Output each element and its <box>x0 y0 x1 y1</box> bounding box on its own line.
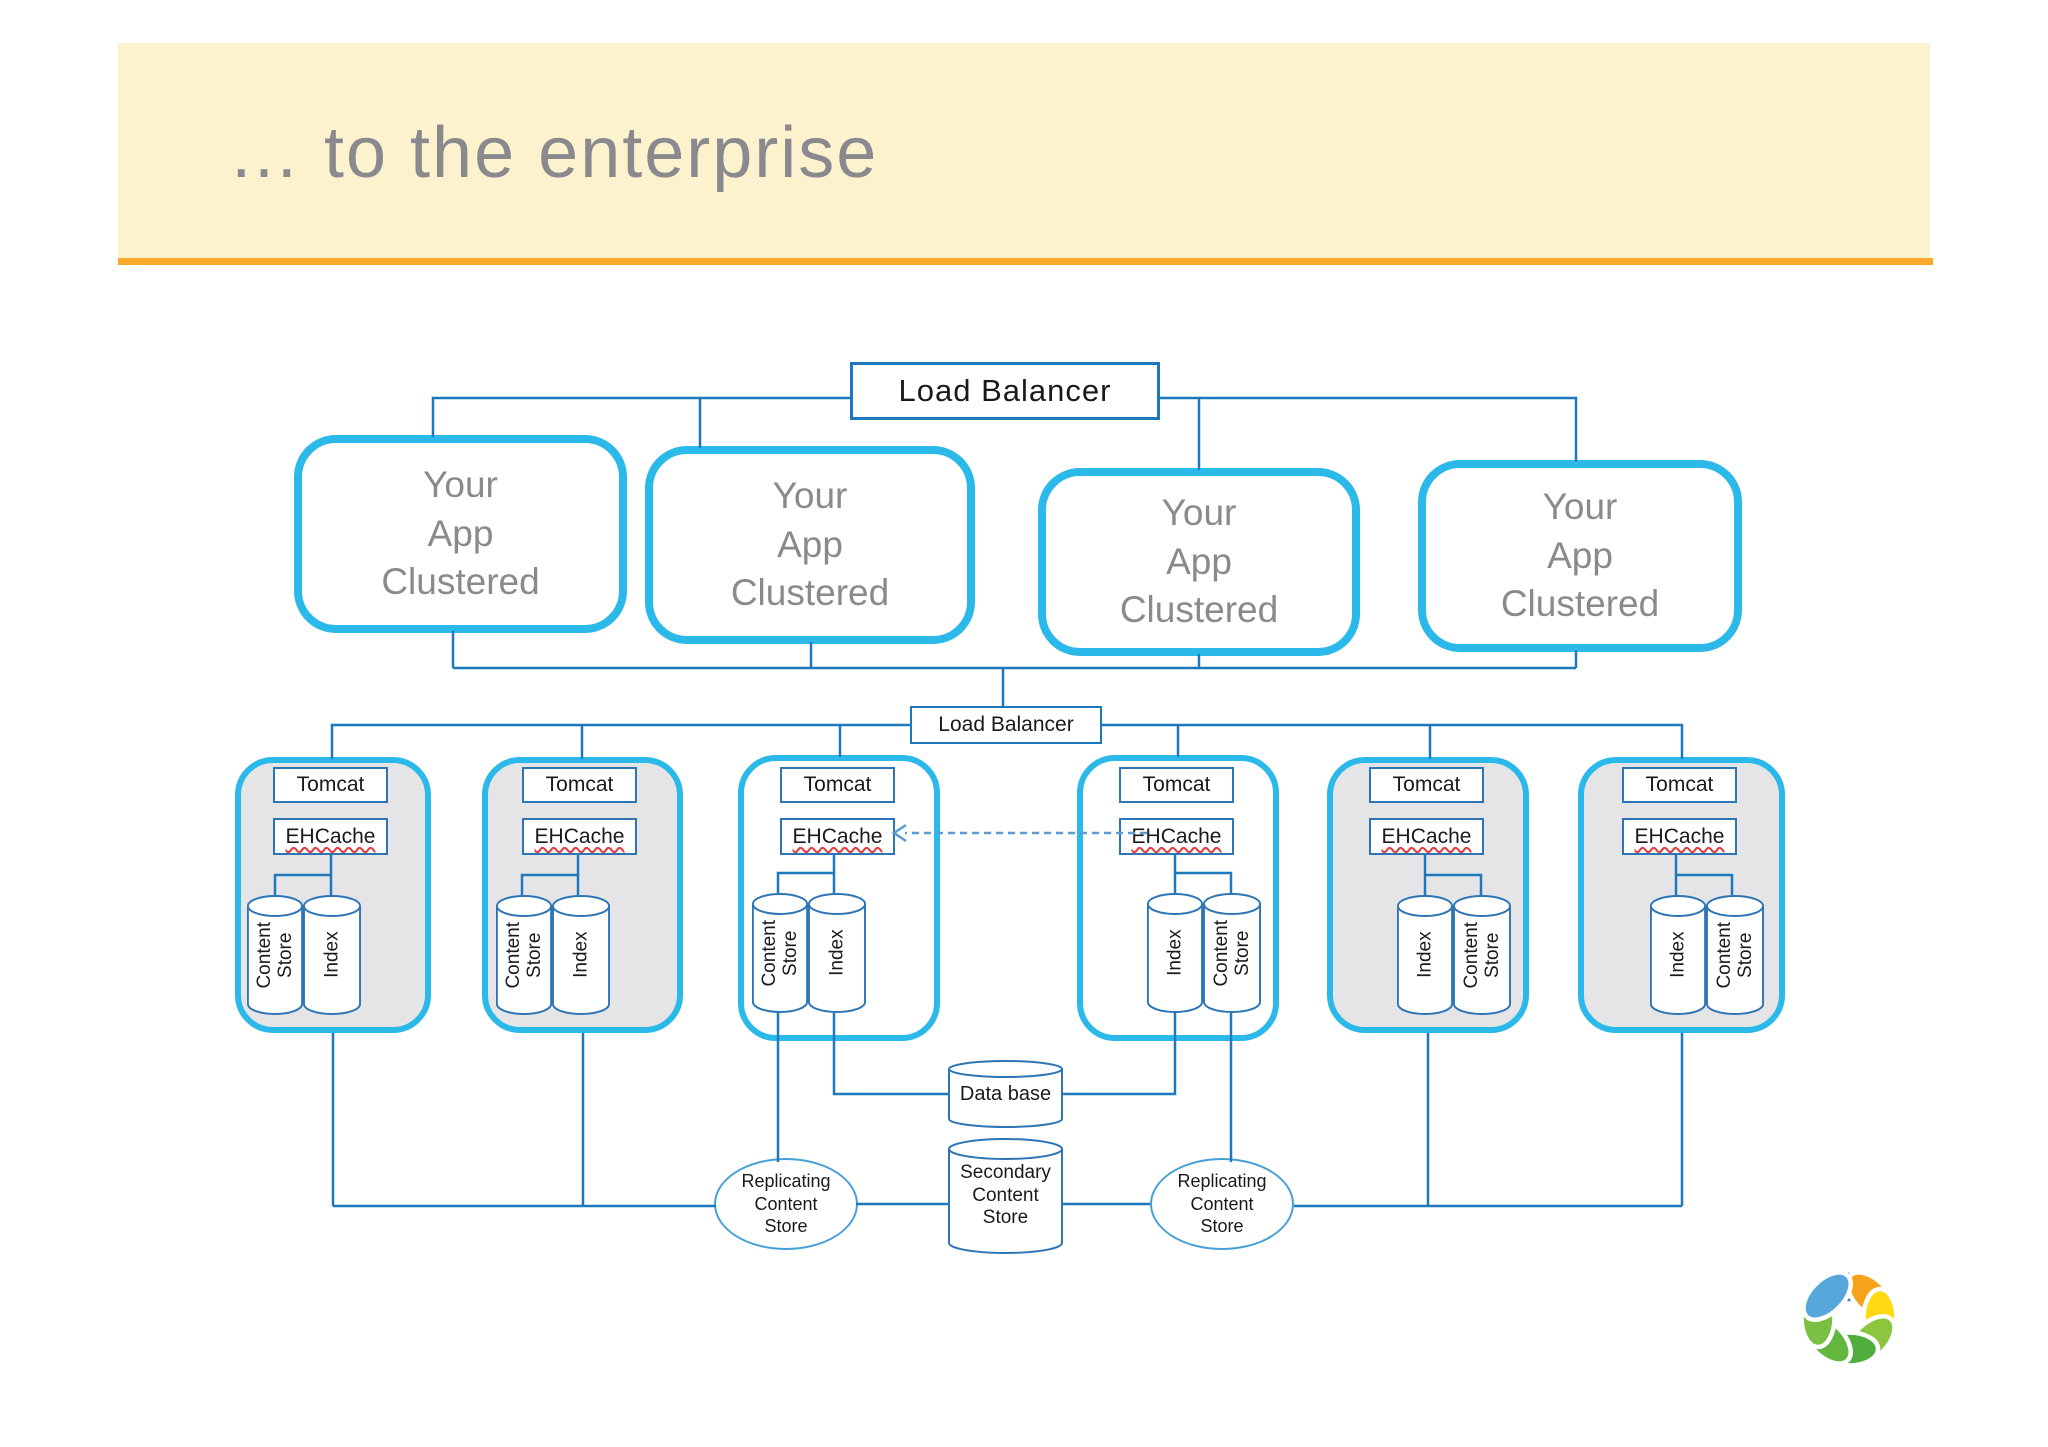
tomcat-label: Tomcat <box>1392 773 1461 796</box>
content-store-cylinder: Content Store <box>1706 895 1764 1015</box>
tomcat-box: Tomcat <box>780 767 895 803</box>
ehcache-label: EHCache <box>1381 824 1472 848</box>
load-balancer-top-label: Load Balancer <box>898 373 1112 408</box>
content-store-label: Content Store <box>1460 921 1504 989</box>
load-balancer-top: Load Balancer <box>850 362 1160 420</box>
index-cylinder: Index <box>1147 893 1203 1013</box>
index-label: Index <box>570 931 592 979</box>
index-cylinder: Index <box>1397 895 1453 1015</box>
index-cylinder: Index <box>303 895 361 1015</box>
lb2-left-branch <box>330 723 910 759</box>
cluster-2: Tomcat EHCache Content Store Index <box>482 757 683 1033</box>
ehcache-label: EHCache <box>1634 824 1725 848</box>
content-store-label: Content Store <box>1210 919 1254 987</box>
replicating-content-store-left: Replicating Content Store <box>714 1158 858 1250</box>
ehcache-label: EHCache <box>534 824 625 848</box>
slide-title: … to the enterprise <box>228 113 879 193</box>
alfresco-logo <box>1799 1268 1899 1368</box>
tomcat-label: Tomcat <box>545 773 614 796</box>
database-cylinder: Data base <box>948 1060 1063 1128</box>
app-box-4: Your App Clustered <box>1418 460 1742 652</box>
secondary-content-store-cylinder: Secondary Content Store <box>948 1138 1063 1254</box>
index-cylinder: Index <box>552 895 610 1015</box>
ehcache-box: EHCache <box>1119 818 1234 855</box>
load-balancer-mid-label: Load Balancer <box>938 713 1074 736</box>
load-balancer-mid: Load Balancer <box>910 706 1102 744</box>
app-box-1: Your App Clustered <box>294 435 627 633</box>
tomcat-label: Tomcat <box>803 773 872 796</box>
left-bottom-bus <box>331 1033 716 1208</box>
appboxes-to-lb2 <box>451 631 1578 708</box>
content-store-cylinder: Content Store <box>1203 893 1261 1013</box>
ehcache-box: EHCache <box>273 818 388 855</box>
cluster-3: Tomcat EHCache Content Store Index <box>738 755 940 1041</box>
index-label: Index <box>1667 931 1689 979</box>
tomcat-box: Tomcat <box>522 767 637 803</box>
ehcache-label: EHCache <box>792 824 883 848</box>
title-banner <box>118 43 1930 258</box>
tomcat-label: Tomcat <box>296 773 365 796</box>
ehcache-box: EHCache <box>522 818 637 855</box>
app-box-3: Your App Clustered <box>1038 468 1360 656</box>
content-store-cylinder: Content Store <box>1453 895 1511 1015</box>
right-bottom-bus <box>1294 1033 1684 1208</box>
cluster-6: Tomcat EHCache Index Content Store <box>1578 757 1785 1033</box>
ehcache-label: EHCache <box>1131 824 1222 848</box>
accent-rule <box>118 258 1933 265</box>
tomcat-box: Tomcat <box>1622 767 1737 803</box>
content-store-cylinder: Content Store <box>496 895 552 1015</box>
content-store-label: Content Store <box>1713 921 1757 989</box>
tomcat-box: Tomcat <box>1119 767 1234 803</box>
content-store-label: Content Store <box>758 919 802 987</box>
content-store-label: Content Store <box>502 921 546 989</box>
cluster-5: Tomcat EHCache Index Content Store <box>1327 757 1529 1033</box>
index-label: Index <box>826 929 848 977</box>
ehcache-box: EHCache <box>1622 818 1737 855</box>
tomcat-box: Tomcat <box>273 767 388 803</box>
index-label: Index <box>1414 931 1436 979</box>
ehcache-box: EHCache <box>780 818 895 855</box>
app-box-2: Your App Clustered <box>645 446 975 644</box>
index-cylinder: Index <box>808 893 866 1013</box>
lb2-right-branch <box>1102 723 1684 759</box>
content-store-label: Content Store <box>253 921 297 989</box>
database-label: Data base <box>959 1083 1052 1105</box>
content-store-cylinder: Content Store <box>752 893 808 1013</box>
tomcat-label: Tomcat <box>1645 773 1714 796</box>
index-cylinder: Index <box>1650 895 1706 1015</box>
ehcache-label: EHCache <box>285 824 376 848</box>
tomcat-box: Tomcat <box>1369 767 1484 803</box>
secondary-content-store-label: Secondary Content Store <box>960 1161 1051 1229</box>
index-label: Index <box>1164 929 1186 977</box>
tomcat-label: Tomcat <box>1142 773 1211 796</box>
cluster-4: Tomcat EHCache Index Content Store <box>1077 755 1279 1041</box>
cluster-1: Tomcat EHCache Content Store Index <box>235 757 431 1033</box>
ehcache-box: EHCache <box>1369 818 1484 855</box>
replicating-content-store-right: Replicating Content Store <box>1150 1158 1294 1250</box>
content-store-cylinder: Content Store <box>247 895 303 1015</box>
index-label: Index <box>321 931 343 979</box>
